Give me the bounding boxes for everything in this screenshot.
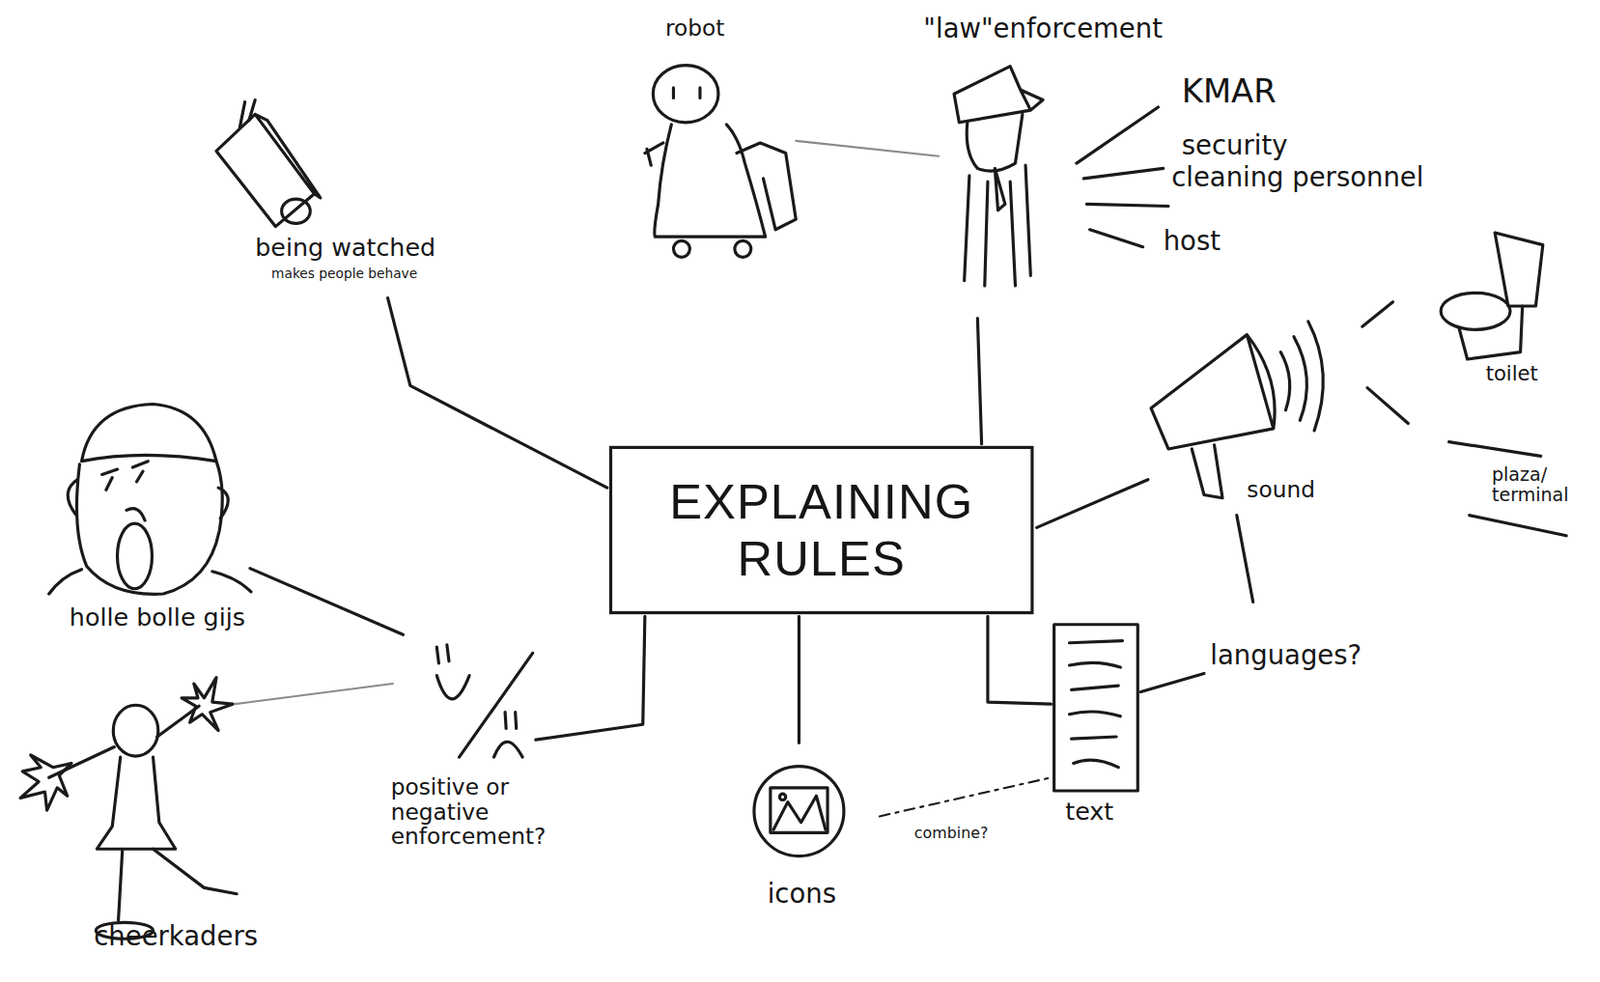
smiley (436, 645, 470, 700)
slash (459, 652, 534, 758)
face-cap (82, 403, 217, 461)
sketch-label: plaza/ terminal (1491, 464, 1574, 506)
police-body (964, 165, 1032, 286)
branch-line (977, 318, 982, 445)
picture-sun (779, 793, 786, 800)
sketch-label: robot (665, 16, 725, 42)
picture-frame (770, 787, 828, 833)
robot-eyes (673, 87, 700, 99)
branch-line (987, 616, 1052, 704)
sketch-label: KMAR (1181, 73, 1277, 110)
cheerleader-legs (118, 848, 238, 921)
police-cap (954, 66, 1043, 123)
branch-line (535, 616, 646, 740)
sketch-label: sound (1246, 477, 1316, 504)
cheerleader-body (96, 757, 175, 849)
sketch-label: being watched (254, 234, 436, 262)
megaphone (1150, 335, 1275, 450)
robot-wheel (673, 240, 690, 257)
sketch-label: text (1065, 797, 1114, 825)
sketch-label: holle bolle gijs (69, 604, 246, 632)
sketch-label: "law"enforcement (923, 14, 1163, 44)
branch-line (1076, 107, 1169, 248)
branch-line (1140, 673, 1205, 692)
sketch-label: cleaning personnel (1171, 163, 1424, 193)
branch-line (234, 683, 393, 704)
branch-line (250, 568, 404, 636)
node-title: EXPLAINING RULES (630, 474, 1012, 588)
robot-head (652, 65, 719, 123)
robot-wheel (734, 240, 752, 257)
branch-line (1362, 302, 1409, 424)
sketch-label: cheerkaders (93, 921, 258, 951)
megaphone-handle (1191, 445, 1223, 499)
sound-waves (1280, 321, 1323, 431)
camera-sketch (216, 113, 321, 226)
face-ears (67, 479, 228, 519)
toilet-base (1459, 306, 1523, 360)
robot-arms (645, 142, 796, 230)
face-head (76, 461, 223, 595)
face-mouth (117, 523, 153, 590)
face-shoulders (49, 569, 252, 594)
sketch-label: makes people behave (271, 267, 418, 282)
camera-lens (281, 198, 311, 224)
icon-circle (754, 766, 844, 857)
cheerleader-head (112, 704, 158, 757)
frown (493, 712, 523, 758)
sketch-label: combine? (914, 824, 989, 842)
sketch-label: security (1181, 130, 1289, 160)
sketch-label: languages? (1209, 641, 1362, 671)
sketch-label: positive or negative enforcement? (391, 775, 534, 850)
sketch-label: icons (767, 879, 837, 909)
pompom (20, 755, 72, 811)
pompom (181, 677, 233, 731)
robot-body (654, 124, 766, 237)
branch-line (795, 140, 939, 157)
face-features (102, 461, 149, 521)
cheerleader-arms (49, 705, 199, 778)
dashed-line (879, 777, 1052, 816)
branch-line (1236, 515, 1254, 603)
branch-line (797, 616, 801, 743)
police-head (966, 113, 1023, 171)
central-box: EXPLAINING RULES (609, 446, 1035, 615)
toilet-tank (1494, 232, 1544, 307)
branch-line (388, 298, 608, 489)
camera-mount (239, 100, 255, 129)
toilet-bowl (1440, 292, 1511, 330)
document-lines (1068, 641, 1123, 768)
sketch-label: host (1163, 226, 1221, 256)
document-icon (1054, 624, 1139, 791)
sketch-label: toilet (1486, 362, 1539, 385)
branch-line (1037, 479, 1149, 529)
